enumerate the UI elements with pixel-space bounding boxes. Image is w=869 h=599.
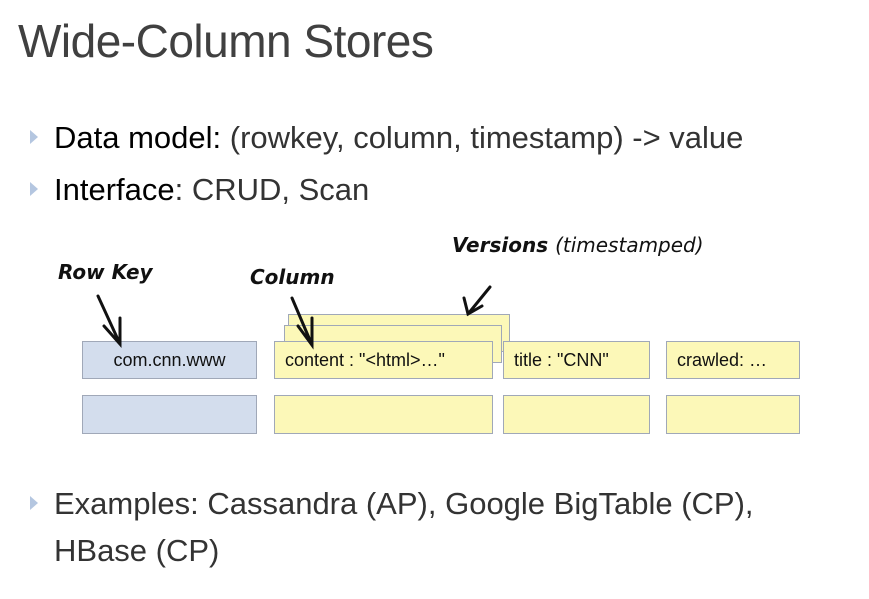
annotation-column: Column [250, 265, 335, 289]
row-key-cell: com.cnn.www [82, 341, 257, 379]
bullet-triangle-icon [30, 181, 38, 196]
title-cell-empty [503, 395, 650, 434]
bullet-triangle-icon [30, 495, 38, 510]
column-arrow-icon [290, 296, 314, 350]
annotation-versions: Versions (timestamped) [452, 233, 704, 257]
content-cell-empty [274, 395, 493, 434]
versions-label: Versions [452, 233, 549, 257]
bullet-examples: Examples: Cassandra (AP), Google BigTabl… [30, 486, 754, 522]
bullet-triangle-icon [30, 129, 38, 144]
row-key-arrow-icon [96, 294, 122, 348]
bullet-text: : CRUD, Scan [174, 172, 370, 207]
annotation-row-key: Row Key [58, 260, 153, 284]
bullet-label: Interface [54, 172, 175, 207]
bullet-label: Data model: [54, 120, 222, 155]
bullet-data-model: Data model: (rowkey, column, timestamp) … [30, 120, 743, 156]
title-cell: title : "CNN" [503, 341, 650, 379]
row-key-cell-empty [82, 395, 257, 434]
slide-title: Wide-Column Stores [18, 15, 434, 67]
bullet-text: Examples: Cassandra (AP), Google BigTabl… [54, 486, 754, 521]
versions-arrow-icon [462, 285, 492, 317]
bullet-interface: Interface: CRUD, Scan [30, 172, 369, 208]
bullet-text: (rowkey, column, timestamp) -> value [221, 120, 744, 155]
versions-note: (timestamped) [555, 233, 704, 257]
crawled-cell-empty [666, 395, 800, 434]
bullet-examples-continued: HBase (CP) [54, 533, 220, 568]
content-cell: content : "<html>…" [274, 341, 493, 379]
crawled-cell: crawled: … [666, 341, 800, 379]
